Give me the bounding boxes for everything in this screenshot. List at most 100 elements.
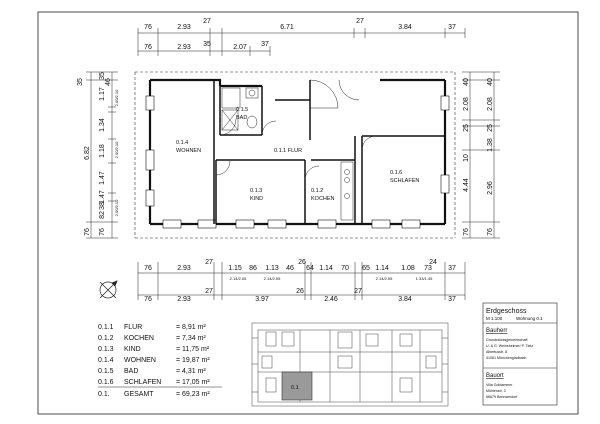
room-kochen-num: 0.1.2: [311, 188, 323, 194]
title-block-site-line-0: Villa Goldammer: [486, 383, 513, 387]
room-schlafen-num: 0.1.6: [390, 170, 402, 176]
title-block-site-line-1: Mühlenstr. 3: [486, 389, 506, 393]
dim-top1-4: 27: [356, 18, 364, 25]
dim-bot2-8: 37: [448, 296, 456, 303]
title-block-owner-line-3: 41061 Mönchengladbach: [486, 356, 526, 360]
dim-left-inner-6: 1.47: [99, 190, 106, 204]
dim-left-inner-0: 35: [99, 72, 106, 80]
area-row-4-name: BAD: [124, 368, 138, 375]
dim-right-outer-5: 76: [463, 228, 470, 236]
dim-right-outer-1: 2.08: [463, 97, 470, 111]
dim-bot2-1: 2.93: [177, 296, 191, 303]
dim-right-inner-3: 1.38: [487, 138, 494, 152]
dim-right-inner-5: 76: [487, 228, 494, 236]
dim-bot1-5: 1.13: [265, 265, 279, 272]
dim-bot1-4: 86: [249, 265, 257, 272]
dim-bot1-12: 1.14: [375, 265, 389, 272]
area-row-1-num: 0.1.2: [98, 335, 114, 342]
dim-right-inner-0: 40: [487, 78, 494, 86]
dim-left-inner-8: 82: [99, 211, 106, 219]
dim-bot1-6: 46: [286, 265, 294, 272]
dim-top2-1: 2.93: [177, 44, 191, 51]
dim-bot1-14: 73: [424, 265, 432, 272]
dim-top1-1: 2.93: [177, 24, 191, 31]
dim-bot1-15: 24: [429, 259, 437, 266]
area-row-5-value: = 17,05 m²: [176, 379, 210, 386]
room-flur-label: 0.1.1 FLUR: [274, 148, 302, 154]
dim-bot1-7: 26: [298, 259, 306, 266]
title-block-unit: Wohnung 0.1: [516, 316, 543, 321]
dim-bot-small-0: 2.14/2.05: [230, 276, 247, 281]
dim-bot1-8: 64: [306, 265, 314, 272]
area-row-0-num: 0.1.1: [98, 324, 114, 331]
dim-top2-0: 76: [144, 44, 152, 51]
left-dimension-chains: [86, 71, 118, 239]
area-row-3-value: = 19,87 m²: [176, 357, 210, 364]
dim-bot1-2: 27: [205, 259, 213, 266]
dim-top1-6: 37: [448, 24, 456, 31]
top-dimension-chains: [137, 28, 466, 56]
dim-bot2-0: 76: [144, 296, 152, 303]
dim-bot1-3: 1.15: [228, 265, 242, 272]
dim-bot1-0: 76: [144, 265, 152, 272]
dim-bot-small-2: 2.14/2.05: [376, 276, 393, 281]
bottom-dimension-text: 76 2.93 27 1.15 86 1.13 46 26 64 1.14 70…: [144, 259, 456, 303]
dim-left-inner-3: 1.34: [99, 118, 106, 132]
top-dimension-text: 76 2.93 27 6.71 27 3.84 37 76 2.93 35 2.…: [144, 18, 456, 51]
dim-top1-0: 76: [144, 24, 152, 31]
dim-top2-2: 35: [203, 41, 211, 48]
area-row-4-num: 0.1.5: [98, 368, 114, 375]
north-arrow-icon: [99, 280, 118, 299]
sheet-frame: [37, 11, 579, 415]
left-dimension-text: 35 6.82 76 35 1.17 46 1.34 1.18 1.47 1.4…: [77, 72, 119, 236]
dim-left-inner-5: 1.47: [99, 171, 106, 185]
title-block-owner-heading: Bauherr: [486, 328, 507, 334]
title-block: Erdgeschoss M 1:100 Wohnung 0.1 Bauherr …: [482, 302, 558, 406]
title-block-site-line-2: 66679 Bennsendorf: [486, 395, 517, 399]
area-row-2-value: = 11,75 m²: [176, 346, 210, 353]
area-row-5-num: 0.1.6: [98, 379, 114, 386]
dim-bot1-10: 70: [341, 265, 349, 272]
right-dimension-chains: [462, 71, 500, 239]
title-block-site-heading: Bauort: [486, 373, 504, 379]
room-schlafen-name: SCHLAFEN: [390, 178, 419, 184]
dim-left-small-1: 2.00/2.10: [114, 141, 119, 158]
area-row-total-name: GESAMT: [124, 391, 154, 398]
dim-bot1-13: 1.08: [401, 265, 415, 272]
floor-plan: 0.1.4 WOHNEN 0.1.5 BAD 0.1.1 FLUR 0.1.3 …: [134, 71, 456, 239]
room-bad-num: 0.1.5: [236, 107, 248, 113]
dim-left-inner-9: 76: [99, 228, 106, 236]
room-wohnen-name: WOHNEN: [176, 148, 201, 154]
area-row-0-value: = 8,91 m²: [176, 324, 206, 331]
key-plan: [251, 322, 449, 407]
title-block-title: Erdgeschoss: [486, 308, 527, 315]
dim-right-outer-2: 25: [463, 124, 470, 132]
dim-bot-small-1: 2.14/2.05: [264, 276, 281, 281]
area-row-0-name: FLUR: [124, 324, 142, 331]
dim-right-outer-0: 40: [463, 78, 470, 86]
dim-bot1-1: 2.93: [177, 265, 191, 272]
dim-bot2-7: 3.84: [398, 296, 412, 303]
right-dimension-text: 40 2.08 25 10 4.44 76 40 2.08 25 1.38 2.…: [463, 78, 494, 236]
room-bad-name: BAD: [236, 115, 247, 121]
room-kind-num: 0.1.3: [250, 188, 262, 194]
room-kochen-name: KOCHEN: [311, 196, 335, 202]
title-block-owner-line-0: Grundstücksgemeinschaft: [486, 338, 528, 342]
dim-top1-3: 6.71: [280, 24, 294, 31]
dim-left-outer-1: 6.82: [84, 146, 91, 160]
dim-left-small-0: 2.00/2.10: [114, 89, 119, 106]
area-row-1-value: = 7,34 m²: [176, 335, 206, 342]
key-plan-unit-label: 0.1: [291, 385, 299, 391]
dim-right-inner-4: 2.96: [487, 181, 494, 195]
area-row-2-name: KIND: [124, 346, 141, 353]
room-wohnen-num: 0.1.4: [176, 140, 188, 146]
dim-bot1-9: 1.14: [319, 265, 333, 272]
dim-bot-small-3: 1.33/1.45: [416, 276, 433, 281]
dim-top1-5: 3.84: [398, 24, 412, 31]
dim-left-inner-7: 38: [99, 202, 106, 210]
dim-left-inner-1: 1.17: [99, 87, 106, 101]
dim-right-inner-2: 25: [487, 124, 494, 132]
dim-top1-2: 27: [203, 18, 211, 25]
dim-left-small-2: 2.00/2.10: [114, 199, 119, 216]
